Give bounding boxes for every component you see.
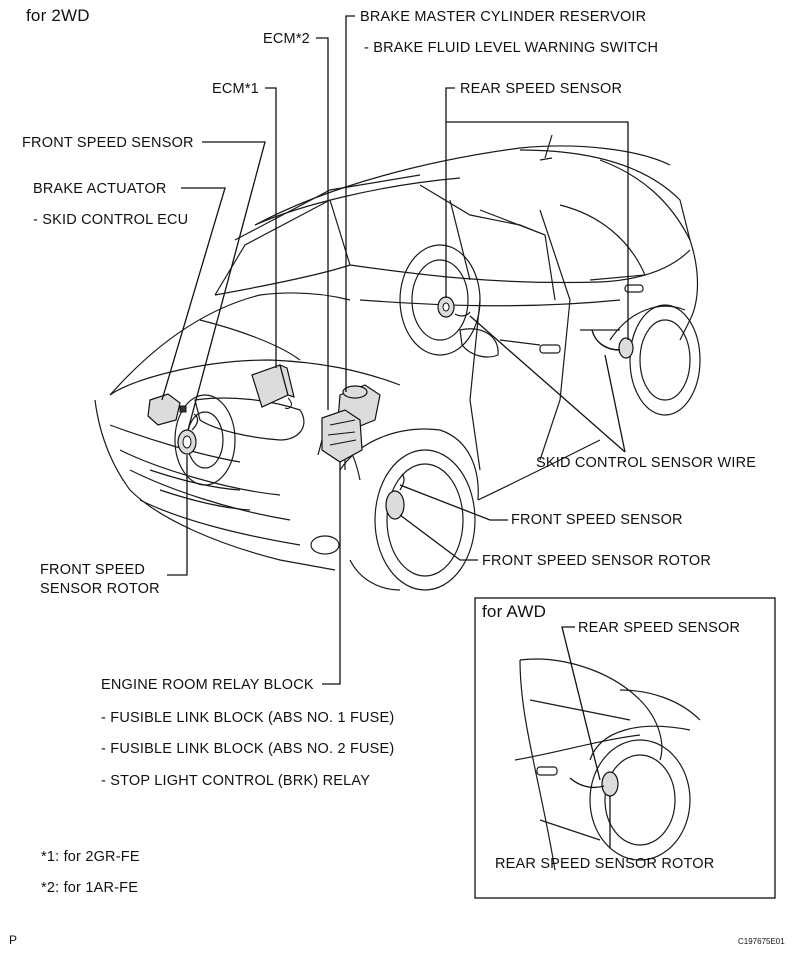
label-front-speed-sensor-right: FRONT SPEED SENSOR: [511, 512, 683, 528]
awd-inset-box: [474, 597, 776, 899]
label-skid-control-ecu: - SKID CONTROL ECU: [33, 212, 189, 228]
label-brake-actuator: BRAKE ACTUATOR: [33, 181, 167, 197]
front-speed-sensor-left-part: [177, 413, 199, 455]
label-ecm1: ECM*1: [212, 81, 259, 97]
leader-lines: [161, 15, 629, 685]
brake-actuator-unit: [147, 393, 187, 426]
label-awd-rear-speed-sensor: REAR SPEED SENSOR: [578, 620, 741, 636]
figure-code: C197675E01: [738, 937, 785, 946]
ecm1-module: [251, 363, 295, 409]
footnote-1: *1: for 2GR-FE: [41, 849, 140, 865]
vehicle-drawing: [94, 134, 701, 591]
label-fusible-link-abs2: - FUSIBLE LINK BLOCK (ABS NO. 2 FUSE): [101, 741, 395, 757]
components: [147, 296, 634, 520]
label-brake-master-cylinder-reservoir: BRAKE MASTER CYLINDER RESERVOIR: [360, 9, 647, 25]
label-front-speed-sensor-rotor-right: FRONT SPEED SENSOR ROTOR: [482, 553, 712, 569]
label-skid-control-sensor-wire: SKID CONTROL SENSOR WIRE: [536, 455, 757, 471]
label-brake-fluid-level-warning-switch: - BRAKE FLUID LEVEL WARNING SWITCH: [364, 40, 659, 56]
rear-speed-sensor-far-part: [437, 296, 471, 318]
awd-inset-title: for AWD: [482, 602, 547, 621]
label-fusible-link-abs1: - FUSIBLE LINK BLOCK (ABS NO. 1 FUSE): [101, 710, 395, 726]
brake-master-cylinder-unit: [317, 384, 381, 470]
footnote-2: *2: for 1AR-FE: [41, 880, 139, 896]
label-rear-speed-sensor: REAR SPEED SENSOR: [460, 81, 623, 97]
label-ecm2: ECM*2: [263, 31, 310, 47]
label-front-speed-sensor-rotor-left-line2: SENSOR ROTOR: [40, 581, 160, 597]
label-awd-rear-speed-sensor-rotor: REAR SPEED SENSOR ROTOR: [495, 856, 715, 872]
label-stop-light-relay: - STOP LIGHT CONTROL (BRK) RELAY: [101, 773, 371, 789]
page-letter: P: [9, 933, 18, 947]
label-front-speed-sensor-left: FRONT SPEED SENSOR: [22, 135, 194, 151]
label-engine-room-relay-block: ENGINE ROOM RELAY BLOCK: [101, 677, 314, 693]
rear-speed-sensor-near-part: [591, 329, 634, 359]
front-speed-sensor-right-part: [385, 473, 405, 520]
variant-2wd-title: for 2WD: [26, 6, 90, 25]
label-front-speed-sensor-rotor-left-line1: FRONT SPEED: [40, 562, 146, 578]
